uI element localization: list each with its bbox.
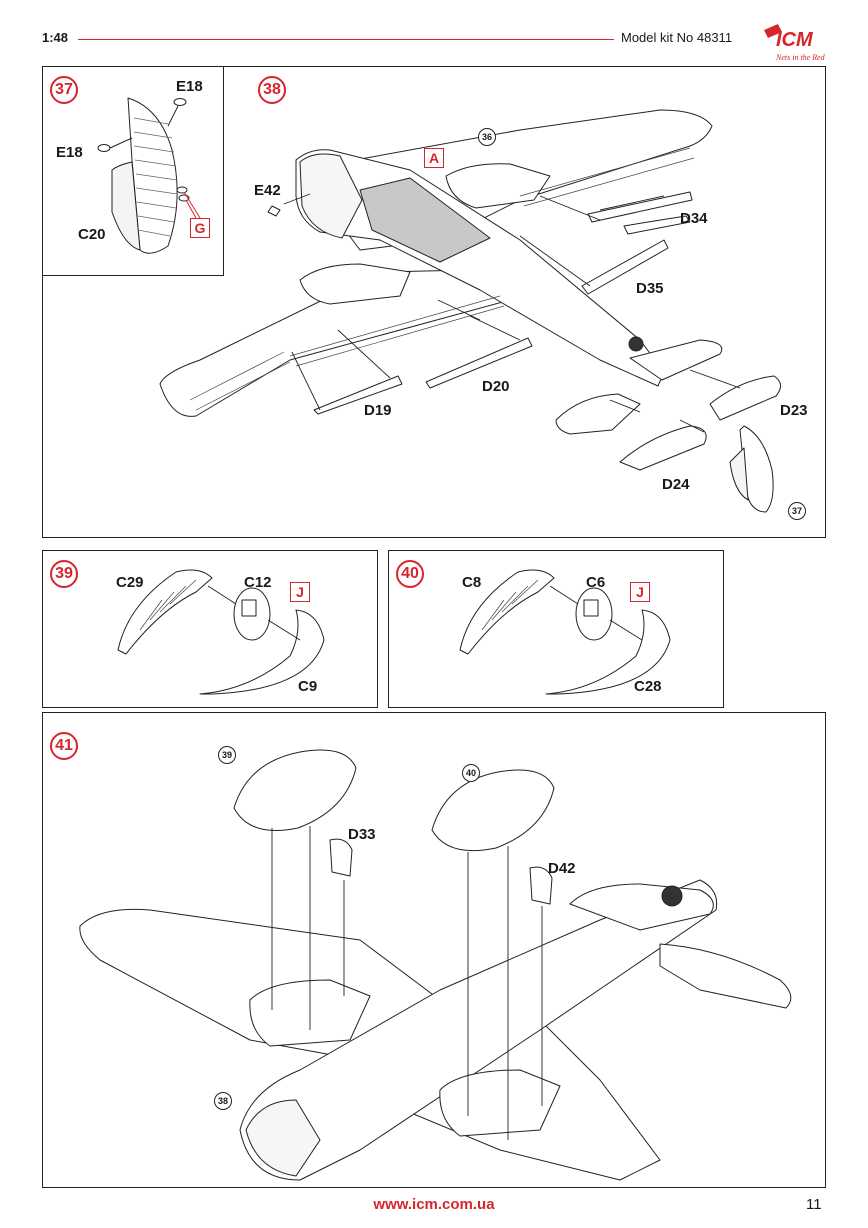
label-e18-top: E18 xyxy=(176,78,203,95)
ref-step-40: 40 xyxy=(462,764,480,782)
label-c12: C12 xyxy=(244,574,272,591)
label-c20: C20 xyxy=(78,226,106,243)
label-d24: D24 xyxy=(662,476,690,493)
panel-step-40 xyxy=(388,550,724,708)
brand-tagline: Nets in the Red xyxy=(775,53,826,62)
icm-logo: ICM Nets in the Red xyxy=(758,22,836,64)
step-40-badge: 40 xyxy=(396,560,424,588)
nacelle-c29-c12-c9 xyxy=(117,569,325,695)
label-c29: C29 xyxy=(116,574,144,591)
step-41-badge: 41 xyxy=(50,732,78,760)
label-d33: D33 xyxy=(348,826,376,843)
ref-step-39: 39 xyxy=(218,746,236,764)
label-d42: D42 xyxy=(548,860,576,877)
label-d35: D35 xyxy=(636,280,664,297)
label-c6: C6 xyxy=(586,574,606,591)
ref-step-37: 37 xyxy=(788,502,806,520)
tag-a: A xyxy=(424,148,444,168)
step-39-badge: 39 xyxy=(50,560,78,588)
label-e42: E42 xyxy=(254,182,281,199)
panel-step-38 xyxy=(42,66,826,538)
ref-step-38: 38 xyxy=(214,1092,232,1110)
label-d34: D34 xyxy=(680,210,708,227)
scale-label: 1:48 xyxy=(42,30,69,45)
page-number: 11 xyxy=(806,1196,822,1213)
header-rule xyxy=(78,39,614,40)
label-c28: C28 xyxy=(634,678,662,695)
step-38-badge: 38 xyxy=(258,76,286,104)
rudder-c20-drawing xyxy=(97,97,201,254)
airframe-top-view xyxy=(159,109,781,513)
ref-step-36: 36 xyxy=(478,128,496,146)
tag-j-step-39: J xyxy=(290,582,310,602)
tag-j-step-40: J xyxy=(630,582,650,602)
tag-g: G xyxy=(190,218,210,238)
label-d19: D19 xyxy=(364,402,392,419)
label-c9: C9 xyxy=(298,678,318,695)
nacelle-c8-c6-c28 xyxy=(459,569,671,695)
brand-text: ICM xyxy=(776,29,814,51)
label-c8: C8 xyxy=(462,574,482,591)
label-d20: D20 xyxy=(482,378,510,395)
step-37-badge: 37 xyxy=(50,76,78,104)
kit-number: Model kit No 48311 xyxy=(621,30,733,45)
footer-url[interactable]: www.icm.com.ua xyxy=(373,1196,495,1213)
label-e18-left: E18 xyxy=(56,144,83,161)
label-d23: D23 xyxy=(780,402,808,419)
airframe-underside-view xyxy=(79,749,792,1181)
